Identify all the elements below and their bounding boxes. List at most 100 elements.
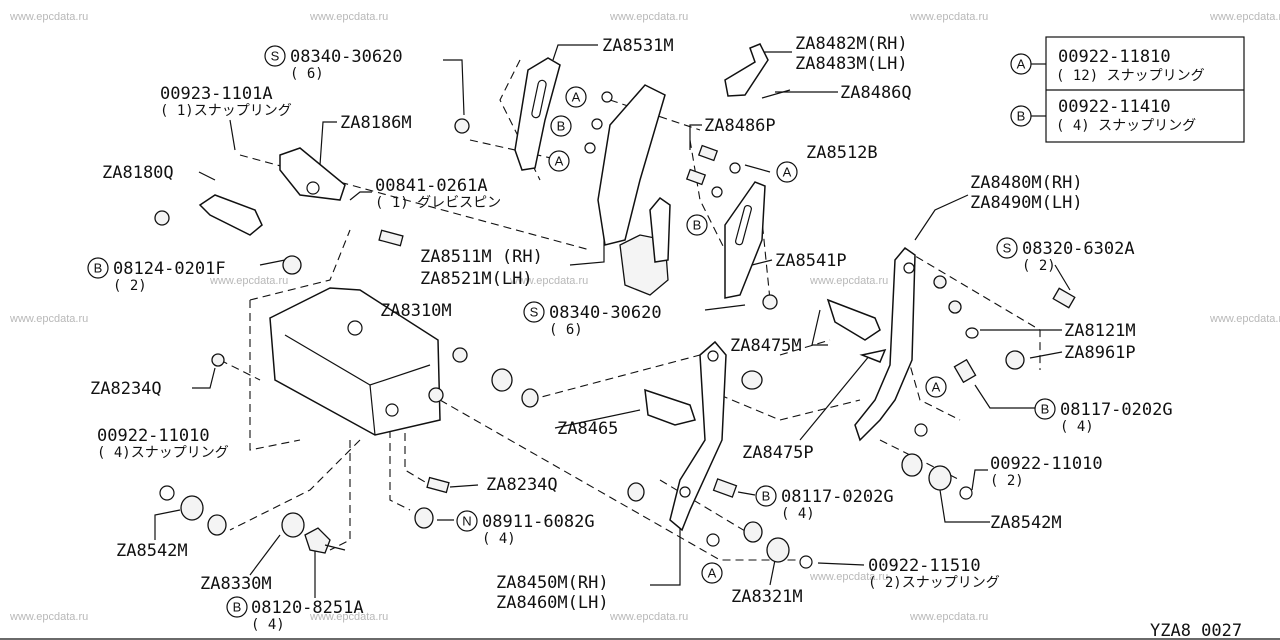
watermark: www.epcdata.ru — [9, 611, 88, 623]
leader-line — [1054, 264, 1071, 291]
snap-ring — [591, 118, 603, 130]
symbol-a-letter: A — [932, 380, 941, 395]
leader-line — [744, 164, 771, 173]
bolt-08320 — [1052, 287, 1076, 309]
watermark: www.epcdata.ru — [909, 11, 988, 23]
clip-za8180q — [198, 194, 263, 236]
label-desc: ( 2)スナップリング — [868, 575, 1000, 591]
snap-ring-00922-11010 — [959, 486, 973, 500]
symbol-a — [776, 161, 798, 183]
label-08117-0202g: 08117-0202G — [781, 487, 894, 507]
lever-hole — [679, 486, 691, 498]
leader-line — [198, 171, 216, 181]
dashed-line — [239, 154, 591, 251]
symbol-a-letter: A — [555, 154, 564, 169]
bushing — [491, 368, 513, 392]
label-08340-30620: 08340-30620 — [290, 47, 403, 67]
leader-line — [817, 562, 865, 566]
symbol-s-letter: S — [271, 49, 280, 64]
label-za8310m: ZA8310M — [380, 301, 452, 321]
bracket-za8465 — [644, 388, 696, 426]
watermark: www.epcdata.ru — [309, 611, 388, 623]
label-08124-0201f: 08124-0201F — [113, 259, 226, 279]
label-za8475m: ZA8475M — [730, 336, 802, 356]
label-08320-6302a: 08320-6302A — [1022, 239, 1135, 259]
leader-line — [319, 121, 337, 166]
bushing — [741, 370, 763, 390]
label-za8482m: ZA8482M(RH) — [795, 34, 908, 54]
symbol-s-letter: S — [530, 305, 539, 320]
symbol-b-letter: B — [693, 218, 702, 233]
label-qty: ( 4) — [1060, 419, 1094, 435]
dashed-line — [329, 440, 351, 551]
label-za8121m: ZA8121M — [1064, 321, 1136, 341]
dashed-line — [779, 339, 831, 356]
symbol-a — [701, 562, 723, 584]
symbol-a-letter: A — [783, 165, 792, 180]
symbol-a-letter: A — [708, 566, 717, 581]
watermark: www.epcdata.ru — [209, 275, 288, 287]
symbol-b — [686, 214, 708, 236]
parts-layer — [154, 43, 1076, 569]
symbol-s-letter: S — [1003, 241, 1012, 256]
snap-ring — [706, 533, 720, 547]
nut-za8961p — [1005, 350, 1025, 370]
bolt-08124 — [282, 255, 302, 275]
label-qty: ( 6) — [290, 66, 324, 82]
label-desc: ( 4)スナップリング — [97, 445, 229, 461]
bushing — [521, 388, 539, 408]
label-za8521m: ZA8521M(LH) — [420, 269, 533, 289]
label-za8483m: ZA8483M(LH) — [795, 54, 908, 74]
lever-za8480m — [854, 246, 916, 442]
bushing-za8542m — [928, 465, 952, 491]
clip-za8234q — [211, 353, 225, 367]
diagram-code: YZA8 0027 — [1150, 621, 1242, 640]
legend-a-letter: A — [1017, 57, 1026, 72]
lever-za8450m — [669, 340, 727, 532]
leader-line — [971, 469, 988, 491]
label-za8542m: ZA8542M — [116, 541, 188, 561]
bushing — [627, 482, 645, 502]
leader-line — [443, 59, 465, 116]
clip-za8234q — [426, 476, 450, 494]
legend-a-part: 00922-11810 — [1058, 47, 1171, 67]
washer-za8121m — [965, 327, 979, 339]
pin-za8486p — [685, 168, 707, 186]
snap-ring-00922-11510 — [799, 555, 813, 569]
symbol-s — [523, 301, 545, 323]
bushing-za8542m — [180, 495, 204, 521]
label-08117-0202g: 08117-0202G — [1060, 400, 1173, 420]
symbol-b — [550, 115, 572, 137]
label-desc: ( 1) グレビスピン — [375, 195, 501, 211]
leader-line — [769, 559, 776, 586]
label-za8541p: ZA8541P — [775, 251, 847, 271]
label-00922-11510: 00922-11510 — [868, 556, 981, 576]
label-qty: ( 2) — [1022, 258, 1056, 274]
label-qty: ( 4) — [781, 506, 815, 522]
leader-line — [554, 409, 641, 429]
bracket-za8541p — [724, 181, 766, 299]
leader-line — [704, 304, 746, 311]
bracket-za8186m — [279, 147, 346, 201]
leader-line — [799, 354, 871, 441]
symbol-b — [87, 257, 109, 279]
symbol-a — [548, 150, 570, 172]
symbol-n — [456, 510, 478, 532]
legend-b-desc: ( 4) スナップリング — [1056, 118, 1196, 134]
label-qty: ( 6) — [549, 322, 583, 338]
symbol-b — [755, 485, 777, 507]
shaft-end — [452, 347, 468, 363]
leader-line — [914, 194, 969, 241]
label-qty: ( 4) — [251, 617, 285, 633]
lever-za8482m — [724, 43, 769, 97]
bolt — [948, 300, 962, 314]
label-za8486p: ZA8486P — [704, 116, 776, 136]
bolt-08340 — [454, 118, 470, 134]
label-za8961p: ZA8961P — [1064, 343, 1136, 363]
dashed-line — [659, 479, 761, 541]
symbol-b — [1034, 398, 1056, 420]
label-za8490m: ZA8490M(LH) — [970, 193, 1083, 213]
dashed-line — [689, 139, 726, 251]
symbol-a-letter: A — [572, 90, 581, 105]
